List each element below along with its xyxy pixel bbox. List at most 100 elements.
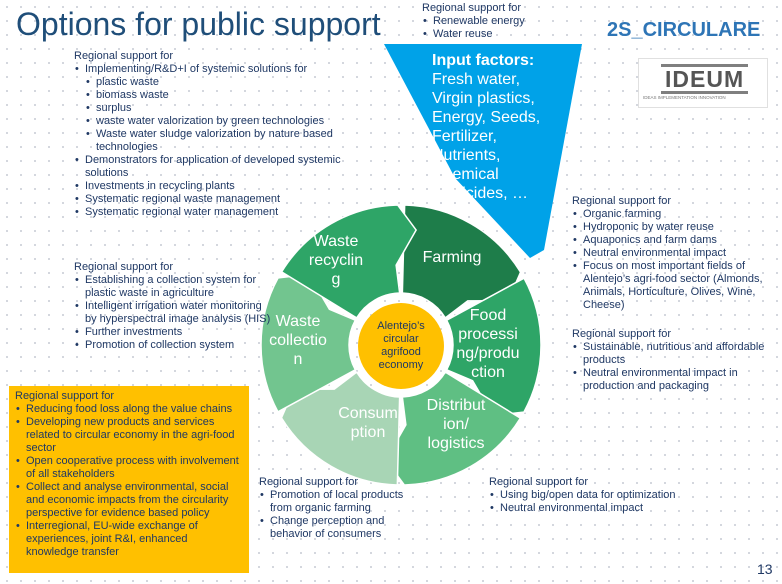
cycle-label-line: g <box>331 271 341 288</box>
cycle-label-line: ion/ <box>443 416 469 433</box>
support-item: Systematic regional waste management <box>74 193 344 206</box>
support-item: Neutral environmental impact <box>572 247 777 260</box>
support-subitem: plastic waste <box>74 76 344 89</box>
input-factor-item: pesticides, … <box>432 185 529 202</box>
support-item: Reducing food loss along the value chain… <box>15 403 243 416</box>
support-item: Hydroponic by water reuse <box>572 221 777 234</box>
support-block-energy: Regional support for Renewable energy Wa… <box>422 2 525 41</box>
cycle-segment-waste-recycling <box>280 196 418 319</box>
center-line: economy <box>378 359 424 371</box>
cycle-label-consumption: Consum ption <box>328 404 408 442</box>
support-item: Neutral environmental impact in producti… <box>572 367 777 393</box>
support-item: Implementing/R&D+I of systemic solutions… <box>74 63 344 76</box>
support-block-farming: Regional support for Organic farming Hyd… <box>572 195 777 312</box>
support-item: Systematic regional water management <box>74 206 344 219</box>
logo-word: IDEUM <box>661 64 749 94</box>
support-block-distribution: Regional support for Using big/open data… <box>489 476 729 515</box>
ideum-logo: IDEUM IDEAS IMPLEMENTATION INNOVATION <box>638 58 768 108</box>
support-heading: Regional support for <box>15 390 115 402</box>
support-item: Open cooperative process with involvemen… <box>15 455 243 481</box>
support-heading: Regional support for <box>259 476 359 488</box>
support-item: Organic farming <box>572 208 777 221</box>
support-heading: Regional support for <box>74 50 174 62</box>
support-item: Aquaponics and farm dams <box>572 234 777 247</box>
cycle-segment-food-processing <box>445 277 542 417</box>
support-subitem: biomass waste <box>74 89 344 102</box>
support-item: Interregional, EU-wide exchange of exper… <box>15 520 243 559</box>
support-heading: Regional support for <box>489 476 589 488</box>
center-line: agrifood <box>381 346 421 358</box>
cycle-label-line: ng/produ <box>456 345 520 362</box>
cycle-label-line: logistics <box>427 435 485 452</box>
support-list: Implementing/R&D+I of systemic solutions… <box>74 63 344 219</box>
support-item: Developing new products and services rel… <box>15 416 243 455</box>
input-factor-item: Fresh water, <box>432 71 521 88</box>
cycle-label-waste-collection: Waste collectio n <box>258 312 338 369</box>
support-item: Renewable energy <box>422 15 525 28</box>
support-item: Demonstrators for application of develop… <box>74 154 344 180</box>
support-item: Promotion of local products from organic… <box>259 489 419 515</box>
cycle-label-line: n <box>293 351 303 368</box>
support-item: Neutral environmental impact <box>489 502 729 515</box>
cycle-label-line: Waste <box>275 313 321 330</box>
support-item: Sustainable, nutritious and affordable p… <box>572 341 777 367</box>
support-item: Collect and analyse environmental, socia… <box>15 481 243 520</box>
slide-title: Options for public support <box>16 6 381 42</box>
cycle-label-line: ction <box>471 364 505 381</box>
input-factor-item: Virgin plastics, <box>432 90 535 107</box>
support-heading: Regional support for <box>422 2 522 14</box>
support-item: Water reuse <box>422 28 525 41</box>
cycle-label-line: Waste <box>313 233 359 250</box>
cycle-label-food-processing: Food processi ng/produ ction <box>448 306 528 382</box>
support-heading: Regional support for <box>572 328 672 340</box>
cycle-segment-distribution <box>384 371 522 494</box>
cycle-segment-farming <box>401 204 526 319</box>
input-factor-item: Chemical <box>432 166 499 183</box>
input-factors: Input factors: Fresh water, Virgin plast… <box>432 51 540 203</box>
cycle-label-line: Consum <box>338 405 398 422</box>
logo-tagline: IDEAS IMPLEMENTATION INNOVATION <box>643 95 726 100</box>
cycle-label-line: processi <box>458 326 518 343</box>
support-block-recycling: Regional support for Implementing/R&D+I … <box>74 50 344 219</box>
support-heading: Regional support for <box>572 195 672 207</box>
support-item: Using big/open data for optimization <box>489 489 729 502</box>
support-block-collection: Regional support for Establishing a coll… <box>74 261 274 352</box>
cycle-label-line: Distribut <box>426 397 486 414</box>
input-factor-item: Fertilizer, <box>432 128 497 145</box>
support-subitem: surplus <box>74 102 344 115</box>
cycle-segment-waste-collection <box>260 273 357 413</box>
cycle-label-line: collectio <box>269 332 327 349</box>
support-block-general: Regional support for Reducing food loss … <box>9 386 249 573</box>
cycle-center: Alentejo’s circular agrifood economy <box>358 303 444 389</box>
support-subitem: waste water valorization by green techno… <box>74 115 344 128</box>
support-item: Investments in recycling plants <box>74 180 344 193</box>
cycle-label-line: recyclin <box>308 252 364 269</box>
project-name: 2S_CIRCULARE <box>607 19 761 41</box>
center-line: circular <box>383 333 419 345</box>
support-item: Further investments <box>74 326 274 339</box>
support-heading: Regional support for <box>74 261 174 273</box>
support-block-food-processing: Regional support for Sustainable, nutrit… <box>572 328 777 393</box>
input-factor-item: Energy, Seeds, <box>432 109 541 126</box>
cycle-label-distribution: Distribut ion/logistics <box>416 396 496 453</box>
support-item: Focus on most important fields of Alente… <box>572 260 777 312</box>
support-item: Intelligent irrigation water monitoring … <box>74 300 274 326</box>
cycle-label-line: ption <box>350 424 386 441</box>
support-item: Establishing a collection system for pla… <box>74 274 274 300</box>
page-number: 13 <box>757 561 773 577</box>
support-subitem: Waste water sludge valorization by natur… <box>74 128 344 154</box>
support-item: Change perception and behavior of consum… <box>259 515 419 541</box>
cycle-label-farming: Farming <box>412 248 492 267</box>
support-block-consumption: Regional support for Promotion of local … <box>259 476 419 541</box>
cycle-label-line: Food <box>469 307 507 324</box>
support-item: Promotion of collection system <box>74 339 274 352</box>
cycle-label-waste-recycling: Waste recyclin g <box>296 232 376 289</box>
input-funnel-shape <box>384 44 582 258</box>
center-line: Alentejo’s <box>377 320 425 332</box>
input-factors-label: Input factors: <box>432 52 535 69</box>
input-factor-item: Nutrients, <box>432 147 501 164</box>
cycle-segment-consumption <box>276 371 401 486</box>
cycle-label-line: Farming <box>422 249 482 266</box>
